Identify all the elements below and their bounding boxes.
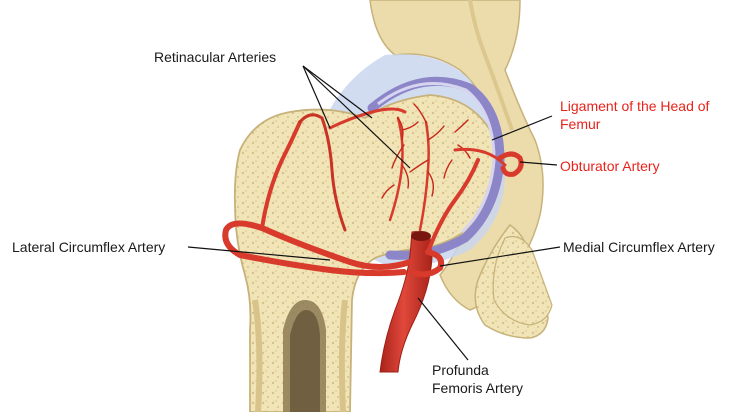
- cartilage-highlight: [377, 82, 496, 234]
- label-profunda-femoris-artery: Profunda Femoris Artery: [432, 361, 523, 397]
- label-profunda-line1: Profunda: [432, 362, 489, 378]
- leader-lateral: [187, 246, 331, 261]
- label-profunda-line2: Femoris Artery: [432, 380, 524, 396]
- obturator-artery: [497, 151, 524, 177]
- pubic-section: [492, 235, 553, 326]
- pelvis-cortex: [468, 0, 514, 131]
- pelvis-ilium: [369, 0, 544, 311]
- leader-profunda: [417, 297, 469, 361]
- retinacular-artery-1: [328, 107, 407, 130]
- lateral-circumflex-branch: [260, 120, 302, 230]
- label-ligament-line1: Ligament of the Head of: [560, 98, 710, 114]
- medial-circumflex-artery: [409, 249, 445, 278]
- label-ligament-head-femur: Ligament of the Head of Femur: [560, 97, 709, 133]
- label-medial-circumflex-artery: Medial Circumflex Artery: [563, 239, 715, 255]
- leader-obturator: [519, 161, 558, 166]
- label-lateral-circumflex-artery: Lateral Circumflex Artery: [12, 239, 166, 255]
- cavity-shadow: [290, 310, 320, 412]
- label-obturator-artery: Obturator Artery: [560, 158, 660, 174]
- leader-retinacular-2: [302, 65, 411, 169]
- leader-retinacular-1: [302, 65, 373, 119]
- leader-medial: [439, 246, 561, 267]
- label-ligament-line2: Femur: [560, 116, 601, 132]
- medial-circumflex-ascending: [426, 158, 480, 254]
- profunda-lumen: [411, 231, 431, 241]
- leader-retinacular-3: [302, 65, 331, 129]
- lateral-circumflex-artery: [222, 220, 413, 277]
- femur-cortex-left: [252, 299, 263, 412]
- label-retinacular-arteries: Retinacular Arteries: [154, 49, 277, 65]
- leader-ligament: [491, 115, 553, 141]
- retinacular-artery-3: [418, 120, 430, 232]
- femur-cortex-right: [338, 299, 348, 412]
- leader-lines: [187, 65, 561, 361]
- lateral-ascending-branch: [298, 113, 347, 232]
